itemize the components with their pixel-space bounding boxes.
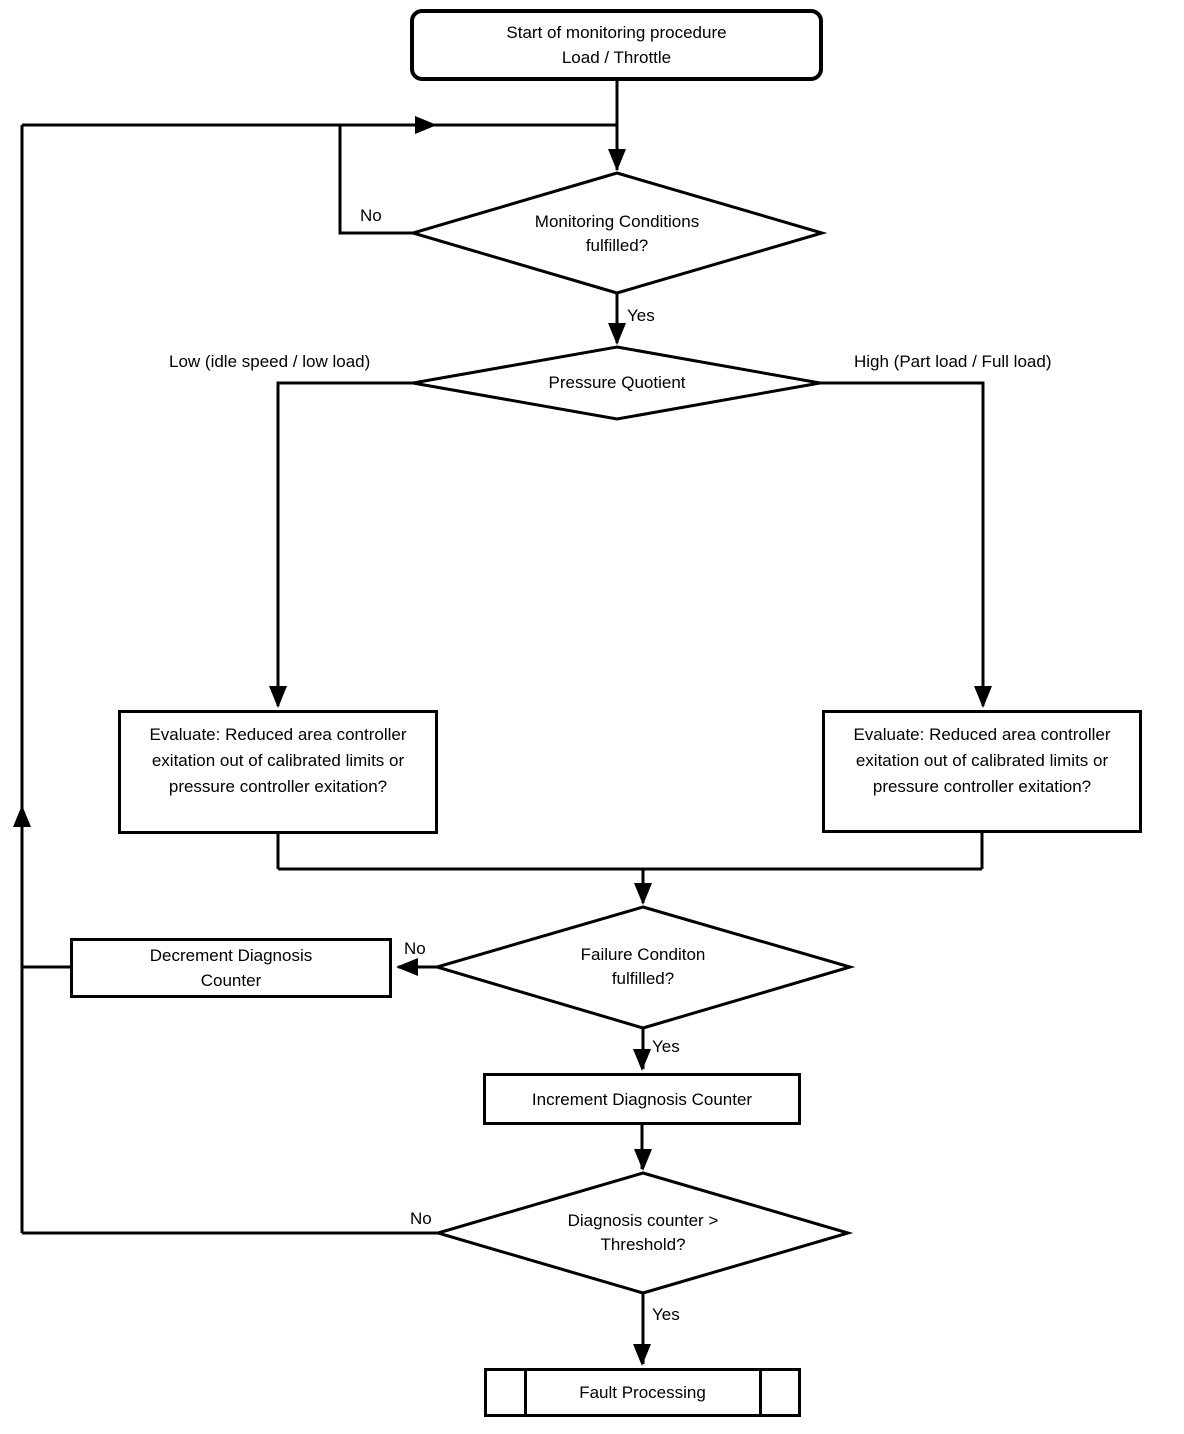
node-pressure-quotient-label: Pressure Quotient — [548, 373, 686, 392]
decision-threshold-shape — [432, 1171, 854, 1295]
node-fault-processing: Fault Processing — [484, 1368, 801, 1417]
edge-label-threshold-no: No — [410, 1209, 432, 1228]
node-fault-processing-label: Fault Processing — [579, 1383, 706, 1402]
edge-label-failure-yes: Yes — [652, 1037, 680, 1056]
edge-label-threshold-yes: Yes — [652, 1305, 680, 1324]
arrowhead-into-failure — [634, 883, 652, 905]
node-evaluate-left: Evaluate: Reduced area controller exitat… — [118, 710, 438, 834]
edge-label-monitoring-no: No — [360, 206, 382, 225]
node-increment-counter-label: Increment Diagnosis Counter — [531, 1089, 753, 1109]
node-decrement-counter: Decrement Diagnosis Counter — [70, 938, 392, 998]
arrowhead-rail-up — [13, 805, 31, 827]
node-failure-condition-label2: Failure Conditon fulfilled? — [580, 945, 706, 988]
arrowhead-into-evaluate-right — [974, 686, 992, 708]
edge-monitoring-no-loop — [338, 125, 413, 235]
node-start: Start of monitoring procedure Load / Thr… — [410, 9, 823, 81]
edge-pressure-high-branch — [819, 381, 985, 706]
edge-label-pressure-low: Low (idle speed / low load) — [169, 352, 371, 371]
arrowhead-into-monitoring — [608, 149, 626, 171]
arrowhead-into-pressure — [608, 323, 626, 345]
node-start-label: Start of monitoring procedure Load / Thr… — [506, 23, 727, 67]
edge-pressure-low-branch — [276, 381, 414, 706]
node-increment-counter: Increment Diagnosis Counter — [483, 1073, 801, 1125]
arrowhead-into-evaluate-left — [269, 686, 287, 708]
arrowhead-rail-right — [415, 116, 437, 134]
edge-label-failure-no: No — [404, 939, 426, 958]
fault-processing-left-stripe — [524, 1371, 527, 1414]
arrowhead-into-increment — [633, 1049, 651, 1071]
arrowhead-into-fault — [633, 1344, 651, 1366]
node-threshold-check-label: Diagnosis counter > Threshold? — [567, 1211, 719, 1254]
node-evaluate-right: Evaluate: Reduced area controller exitat… — [822, 710, 1142, 833]
decision-monitoring-conditions-shape — [407, 171, 828, 295]
decision-pressure-quotient-shape — [412, 345, 821, 421]
arrowhead-into-threshold — [634, 1149, 652, 1171]
node-monitoring-conditions-label: Monitoring Conditions fulfilled? — [534, 212, 700, 255]
arrowhead-into-decrement — [396, 958, 418, 976]
edge-label-pressure-high: High (Part load / Full load) — [854, 352, 1052, 371]
fault-processing-right-stripe — [759, 1371, 762, 1414]
decision-failure-condition-shape — [431, 905, 856, 1030]
node-decrement-counter-label: Decrement Diagnosis Counter — [149, 946, 313, 990]
edge-label-monitoring-yes: Yes — [627, 306, 655, 325]
